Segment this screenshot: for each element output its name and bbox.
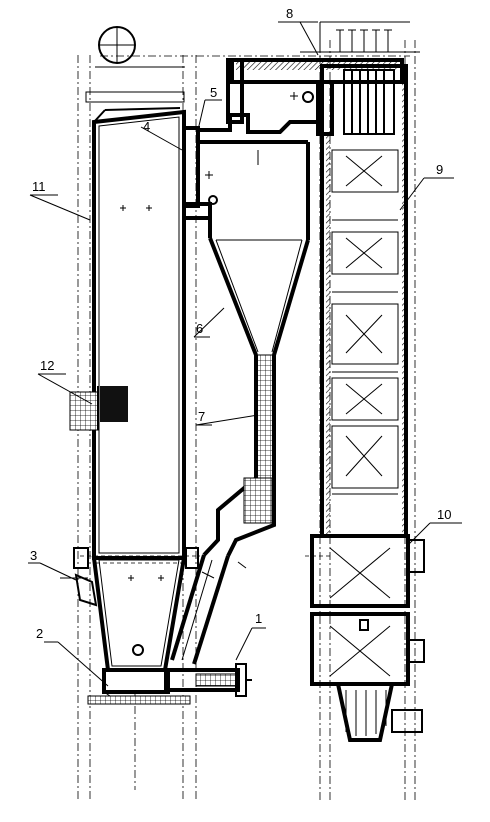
leader-lines — [28, 21, 462, 687]
item-3-fitting — [60, 547, 199, 607]
label-9: 9 — [436, 162, 443, 177]
furnace — [85, 91, 187, 672]
label-6: 6 — [196, 321, 203, 336]
feed-pipe — [87, 644, 252, 705]
backpass-sections — [331, 149, 399, 495]
callout-labels: 1 2 3 4 5 6 7 8 9 10 11 12 — [30, 6, 451, 641]
label-2: 2 — [36, 626, 43, 641]
label-5: 5 — [210, 85, 217, 100]
label-4: 4 — [143, 119, 150, 134]
label-1: 1 — [255, 611, 262, 626]
label-7: 7 — [198, 409, 205, 424]
item-12-box — [69, 386, 128, 431]
label-3: 3 — [30, 548, 37, 563]
backpass — [310, 64, 425, 742]
label-10: 10 — [437, 507, 451, 522]
label-8: 8 — [286, 6, 293, 21]
label-12: 12 — [40, 358, 54, 373]
cyclone — [170, 91, 318, 665]
label-11: 11 — [32, 179, 46, 194]
drum-circle — [95, 26, 185, 68]
